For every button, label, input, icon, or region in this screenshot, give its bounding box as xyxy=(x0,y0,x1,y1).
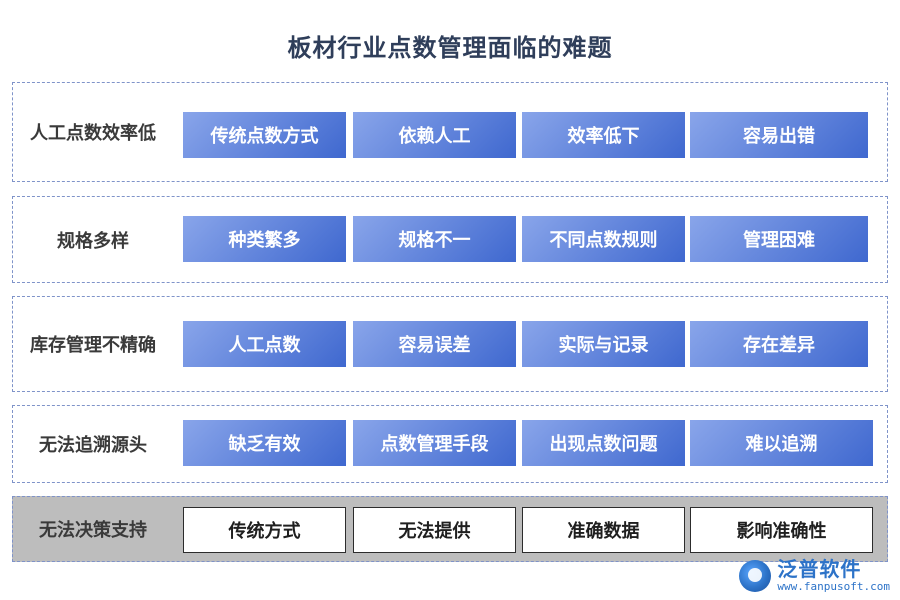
logo-url: www.fanpusoft.com xyxy=(777,580,890,593)
chip: 容易出错 xyxy=(690,112,868,158)
chip: 出现点数问题 xyxy=(522,420,685,466)
chip: 准确数据 xyxy=(522,507,685,553)
chip: 难以追溯 xyxy=(690,420,873,466)
row-label: 人工点数效率低 xyxy=(30,123,156,144)
problem-row-3: 库存管理不精确 人工点数 容易误差 实际与记录 存在差异 xyxy=(12,296,888,392)
logo-text: 泛普软件 www.fanpusoft.com xyxy=(777,559,890,592)
chip: 传统点数方式 xyxy=(183,112,346,158)
chip: 无法提供 xyxy=(353,507,516,553)
row-label: 无法决策支持 xyxy=(39,520,147,541)
chip: 效率低下 xyxy=(522,112,685,158)
row-label: 库存管理不精确 xyxy=(30,335,156,356)
chip: 存在差异 xyxy=(690,321,868,367)
chip: 传统方式 xyxy=(183,507,346,553)
problem-row-1: 人工点数效率低 传统点数方式 依赖人工 效率低下 容易出错 xyxy=(12,82,888,182)
chip: 人工点数 xyxy=(183,321,346,367)
problem-row-5: 无法决策支持 传统方式 无法提供 准确数据 影响准确性 xyxy=(12,496,888,562)
row-label: 无法追溯源头 xyxy=(39,435,147,456)
fanpu-logo-icon xyxy=(739,560,772,592)
chip: 实际与记录 xyxy=(522,321,685,367)
problem-row-2: 规格多样 种类繁多 规格不一 不同点数规则 管理困难 xyxy=(12,196,888,283)
row-label: 规格多样 xyxy=(57,230,129,252)
chip: 种类繁多 xyxy=(183,216,346,262)
problem-row-4: 无法追溯源头 缺乏有效 点数管理手段 出现点数问题 难以追溯 xyxy=(12,405,888,483)
chip: 规格不一 xyxy=(353,216,516,262)
chip: 不同点数规则 xyxy=(522,216,685,262)
chip: 依赖人工 xyxy=(353,112,516,158)
chip: 点数管理手段 xyxy=(353,420,516,466)
fanpu-logo: 泛普软件 www.fanpusoft.com xyxy=(739,559,890,592)
chip: 影响准确性 xyxy=(690,507,873,553)
logo-brand: 泛普软件 xyxy=(777,557,862,581)
chip: 缺乏有效 xyxy=(183,420,346,466)
chip: 管理困难 xyxy=(690,216,868,262)
page-title: 板材行业点数管理面临的难题 xyxy=(287,34,613,62)
chip: 容易误差 xyxy=(353,321,516,367)
